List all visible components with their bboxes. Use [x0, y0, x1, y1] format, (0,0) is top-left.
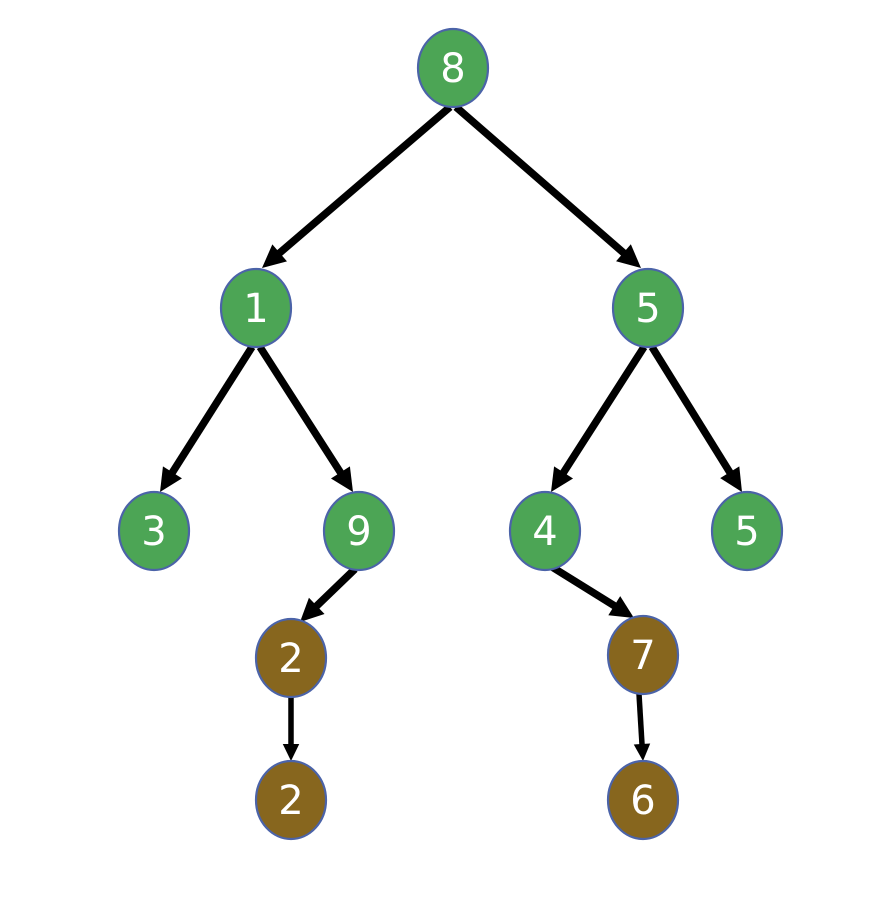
node-shape[interactable] [508, 490, 582, 572]
edge-arrowhead-icon [330, 466, 353, 492]
edge-arrowhead-icon [262, 244, 287, 268]
edge-line [273, 104, 453, 259]
node-shape[interactable] [710, 490, 784, 572]
node-shape[interactable] [254, 617, 328, 699]
nodes-layer: 8 1 5 3 9 4 5 2 7 2 6 [117, 27, 784, 841]
tree-node[interactable]: 3 [117, 490, 191, 572]
tree-node[interactable]: 4 [508, 490, 582, 572]
edge-line [453, 104, 630, 259]
tree-edge [550, 563, 634, 618]
node-label: 3 [141, 509, 166, 555]
tree-node[interactable]: 7 [606, 614, 680, 696]
node-shape[interactable] [416, 27, 490, 109]
tree-node[interactable]: 5 [710, 490, 784, 572]
node-label: 6 [630, 778, 655, 824]
edge-arrowhead-icon [608, 596, 634, 618]
edge-line [557, 344, 648, 479]
edge-arrowhead-icon [282, 743, 300, 761]
edge-arrowhead-icon [633, 743, 651, 761]
tree-edge [282, 697, 300, 761]
edge-line [166, 344, 256, 479]
edge-line [310, 566, 358, 612]
node-shape[interactable] [219, 267, 293, 349]
node-shape[interactable] [606, 614, 680, 696]
tree-edge [633, 693, 651, 761]
edge-arrowhead-icon [300, 597, 325, 622]
node-label: 2 [278, 778, 303, 824]
edge-arrowhead-icon [551, 466, 574, 492]
tree-node[interactable]: 1 [219, 267, 293, 349]
edges-layer [160, 104, 742, 761]
node-label: 2 [278, 636, 303, 682]
tree-node[interactable]: 6 [606, 759, 680, 841]
tree-edge [453, 104, 641, 268]
tree-edge [551, 344, 648, 492]
node-shape[interactable] [611, 267, 685, 349]
edge-line [550, 563, 621, 612]
tree-edge [160, 344, 256, 492]
edge-arrowhead-icon [720, 466, 742, 492]
tree-node[interactable]: 2 [254, 617, 328, 699]
node-label: 1 [243, 286, 268, 332]
edge-arrowhead-icon [616, 244, 641, 268]
tree-edge [648, 345, 742, 492]
node-label: 5 [635, 286, 660, 332]
edge-arrowhead-icon [160, 466, 182, 492]
tree-node[interactable]: 9 [322, 490, 396, 572]
edge-line [636, 693, 645, 748]
node-shape[interactable] [606, 759, 680, 841]
node-label: 9 [346, 509, 371, 555]
edge-line [648, 345, 736, 479]
node-shape[interactable] [117, 490, 191, 572]
tree-node[interactable]: 5 [611, 267, 685, 349]
node-shape[interactable] [322, 490, 396, 572]
node-shape[interactable] [254, 759, 328, 841]
node-label: 4 [532, 509, 557, 555]
node-label: 8 [440, 46, 465, 92]
tree-node[interactable]: 2 [254, 759, 328, 841]
node-label: 7 [630, 633, 655, 679]
edge-line [256, 344, 347, 479]
tree-edge [300, 566, 358, 622]
tree-node[interactable]: 8 [416, 27, 490, 109]
node-label: 5 [734, 509, 759, 555]
tree-edge [256, 344, 353, 492]
tree-edge [262, 104, 453, 268]
